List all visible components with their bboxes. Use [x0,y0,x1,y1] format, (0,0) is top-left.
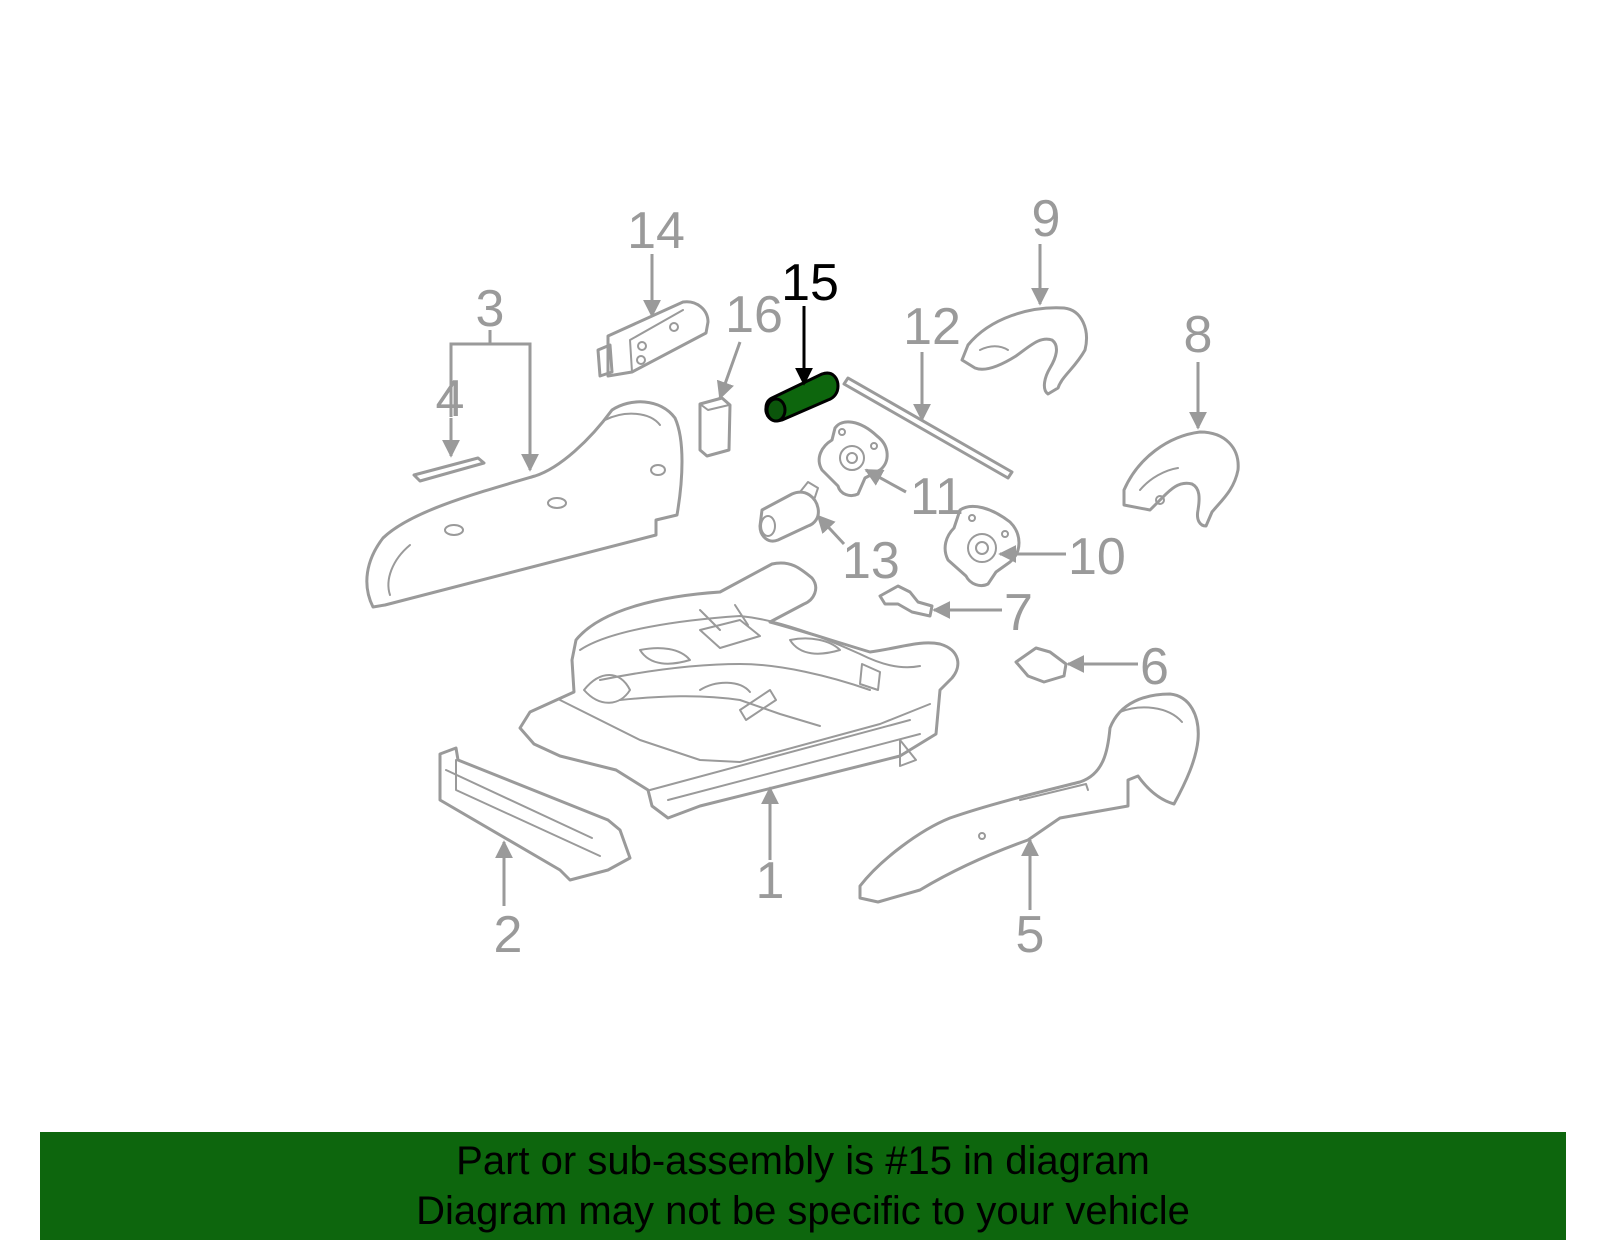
callout-13: 13 [816,514,900,590]
part-8-bracket[interactable] [1122,430,1240,528]
part-3-side-shield[interactable] [365,400,684,609]
callout-14: 14 [627,202,685,318]
part-14-control-module[interactable] [596,300,710,378]
callout-2: 2 [494,840,523,964]
part-7-clip[interactable] [878,584,934,618]
label-7: 7 [1004,584,1033,642]
part-11-motor[interactable] [817,420,889,498]
callout-7: 7 [932,584,1033,642]
banner-line-2: Diagram may not be specific to your vehi… [416,1189,1190,1233]
info-banner: Part or sub-assembly is #15 in diagram D… [40,1132,1566,1240]
part-10-motor[interactable] [943,505,1021,588]
part-15-highlighted-bushing[interactable] [764,371,840,423]
callout-9: 9 [1031,190,1061,306]
label-1: 1 [756,852,785,910]
banner-line-1: Part or sub-assembly is #15 in diagram [456,1139,1150,1183]
label-8: 8 [1184,306,1213,364]
part-6-clip[interactable] [1014,646,1068,684]
callout-6: 6 [1066,638,1169,696]
callout-15-highlighted: 15 [781,254,839,386]
part-12-rod[interactable] [842,376,1014,480]
label-9: 9 [1032,190,1061,248]
label-16: 16 [725,286,783,344]
label-10: 10 [1068,528,1126,586]
label-3: 3 [476,280,505,338]
parts-diagram: 1 2 3 4 5 6 7 8 9 10 11 12 [365,190,1240,964]
callout-11: 11 [864,468,964,526]
callout-12: 12 [903,298,961,422]
label-14: 14 [627,202,685,260]
label-6: 6 [1140,638,1169,696]
label-5: 5 [1016,906,1045,964]
callout-16: 16 [716,286,783,400]
callout-3: 3 [449,280,539,472]
callout-1: 1 [756,786,785,910]
callout-10: 10 [998,528,1126,586]
label-12: 12 [903,298,961,356]
part-4-strip[interactable] [412,456,486,483]
part-13-motor[interactable] [758,481,820,543]
label-4: 4 [436,370,465,428]
label-15: 15 [781,254,839,312]
part-5-outer-cover[interactable] [858,692,1200,904]
callout-8: 8 [1184,306,1213,430]
part-9-bracket[interactable] [960,306,1088,396]
part-16-block[interactable] [698,396,732,458]
label-13: 13 [842,532,900,590]
label-2: 2 [494,906,523,964]
callout-4: 4 [436,370,465,458]
part-2-rail-cover[interactable] [438,746,632,882]
part-1-seat-frame[interactable] [518,561,960,820]
callout-5: 5 [1016,838,1045,964]
label-11: 11 [910,468,964,526]
